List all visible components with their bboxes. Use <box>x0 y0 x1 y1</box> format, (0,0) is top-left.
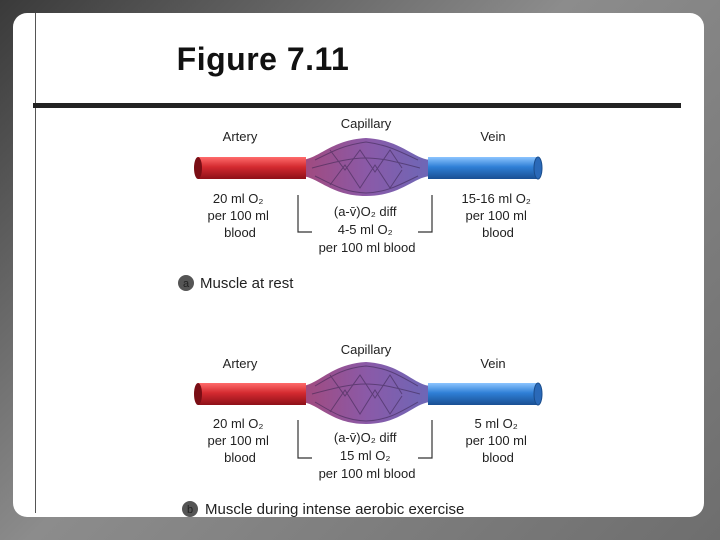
badge-a-letter: a <box>183 278 190 290</box>
vein-o2-text: 15-16 ml O₂ per 100 ml blood <box>462 191 535 240</box>
vein-vessel <box>428 383 538 405</box>
left-rule <box>35 13 36 513</box>
artery-label: Artery <box>223 356 258 371</box>
vein-vessel <box>428 157 538 179</box>
vessel-a <box>194 138 543 196</box>
capillary-label: Capillary <box>341 342 392 357</box>
artery-o2-text: 20 ml O₂ per 100 ml blood <box>207 416 272 465</box>
diff-bracket <box>297 195 433 233</box>
badge-b <box>182 501 198 517</box>
panel-a: Capillary Artery Vein 20 ml O₂ per 100 m… <box>178 116 543 292</box>
artery-opening <box>194 157 202 179</box>
capillary-network <box>311 141 421 194</box>
page-title: Figure 7.11 <box>176 41 350 77</box>
diff-text: (a-v̄)O₂ diff 15 ml O₂ per 100 ml blood <box>319 430 416 481</box>
diff-text: (a-v̄)O₂ diff 4-5 ml O₂ per 100 ml blood <box>319 204 416 255</box>
badge-b-letter: b <box>187 504 193 516</box>
vein-label: Vein <box>480 356 505 371</box>
vein-opening <box>533 156 543 180</box>
artery-label: Artery <box>223 129 258 144</box>
vein-opening <box>533 382 543 406</box>
artery-vessel <box>198 383 306 405</box>
vein-label: Vein <box>480 129 505 144</box>
caption-b: Muscle during intense aerobic exercise <box>205 501 464 518</box>
caption-a: Muscle at rest <box>200 275 294 292</box>
vessel-b <box>194 362 543 424</box>
panel-b: Capillary Artery Vein 20 ml O₂ per 100 m… <box>182 342 543 518</box>
slide: Figure 7.11 <box>13 13 704 517</box>
artery-vessel <box>198 157 306 179</box>
artery-o2-text: 20 ml O₂ per 100 ml blood <box>207 191 272 240</box>
badge-a <box>178 275 194 291</box>
artery-opening <box>194 383 202 405</box>
capillary-label: Capillary <box>341 116 392 131</box>
vein-o2-text: 5 ml O₂ per 100 ml blood <box>465 416 530 465</box>
title-rule <box>33 103 681 108</box>
capillary-network <box>311 365 421 422</box>
diff-bracket <box>297 420 433 459</box>
